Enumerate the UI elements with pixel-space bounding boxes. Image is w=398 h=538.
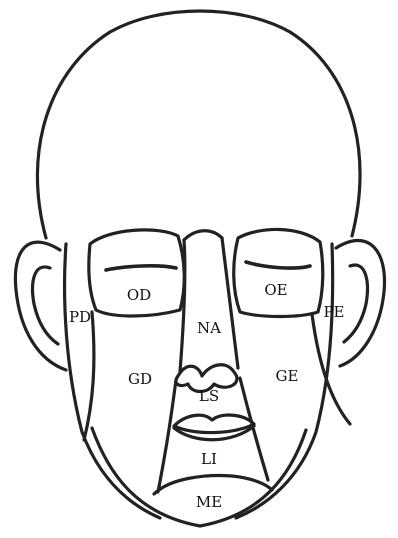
- label-oe: OE: [264, 281, 287, 299]
- label-pe: PE: [323, 303, 344, 321]
- right-orbital-region: [234, 229, 323, 316]
- left-eyelid: [106, 266, 176, 270]
- left-temporal-line: [84, 312, 94, 440]
- nose-top: [184, 231, 222, 240]
- right-eyelid: [246, 262, 310, 268]
- left-ear-inner: [33, 267, 58, 344]
- left-ear: [15, 242, 66, 370]
- label-ge: GE: [276, 367, 299, 385]
- head-outline: [37, 11, 360, 526]
- label-od: OD: [127, 286, 151, 304]
- label-li: LI: [201, 450, 217, 468]
- label-gd: GD: [128, 370, 152, 388]
- label-me: ME: [196, 493, 222, 511]
- label-na: NA: [197, 319, 221, 337]
- label-pd: PD: [69, 308, 91, 326]
- right-ear-inner: [344, 265, 367, 342]
- label-ls: LS: [199, 387, 219, 405]
- upper-lip: [174, 415, 254, 433]
- left-nasolabial-line: [158, 380, 176, 492]
- chin-region: [154, 476, 272, 494]
